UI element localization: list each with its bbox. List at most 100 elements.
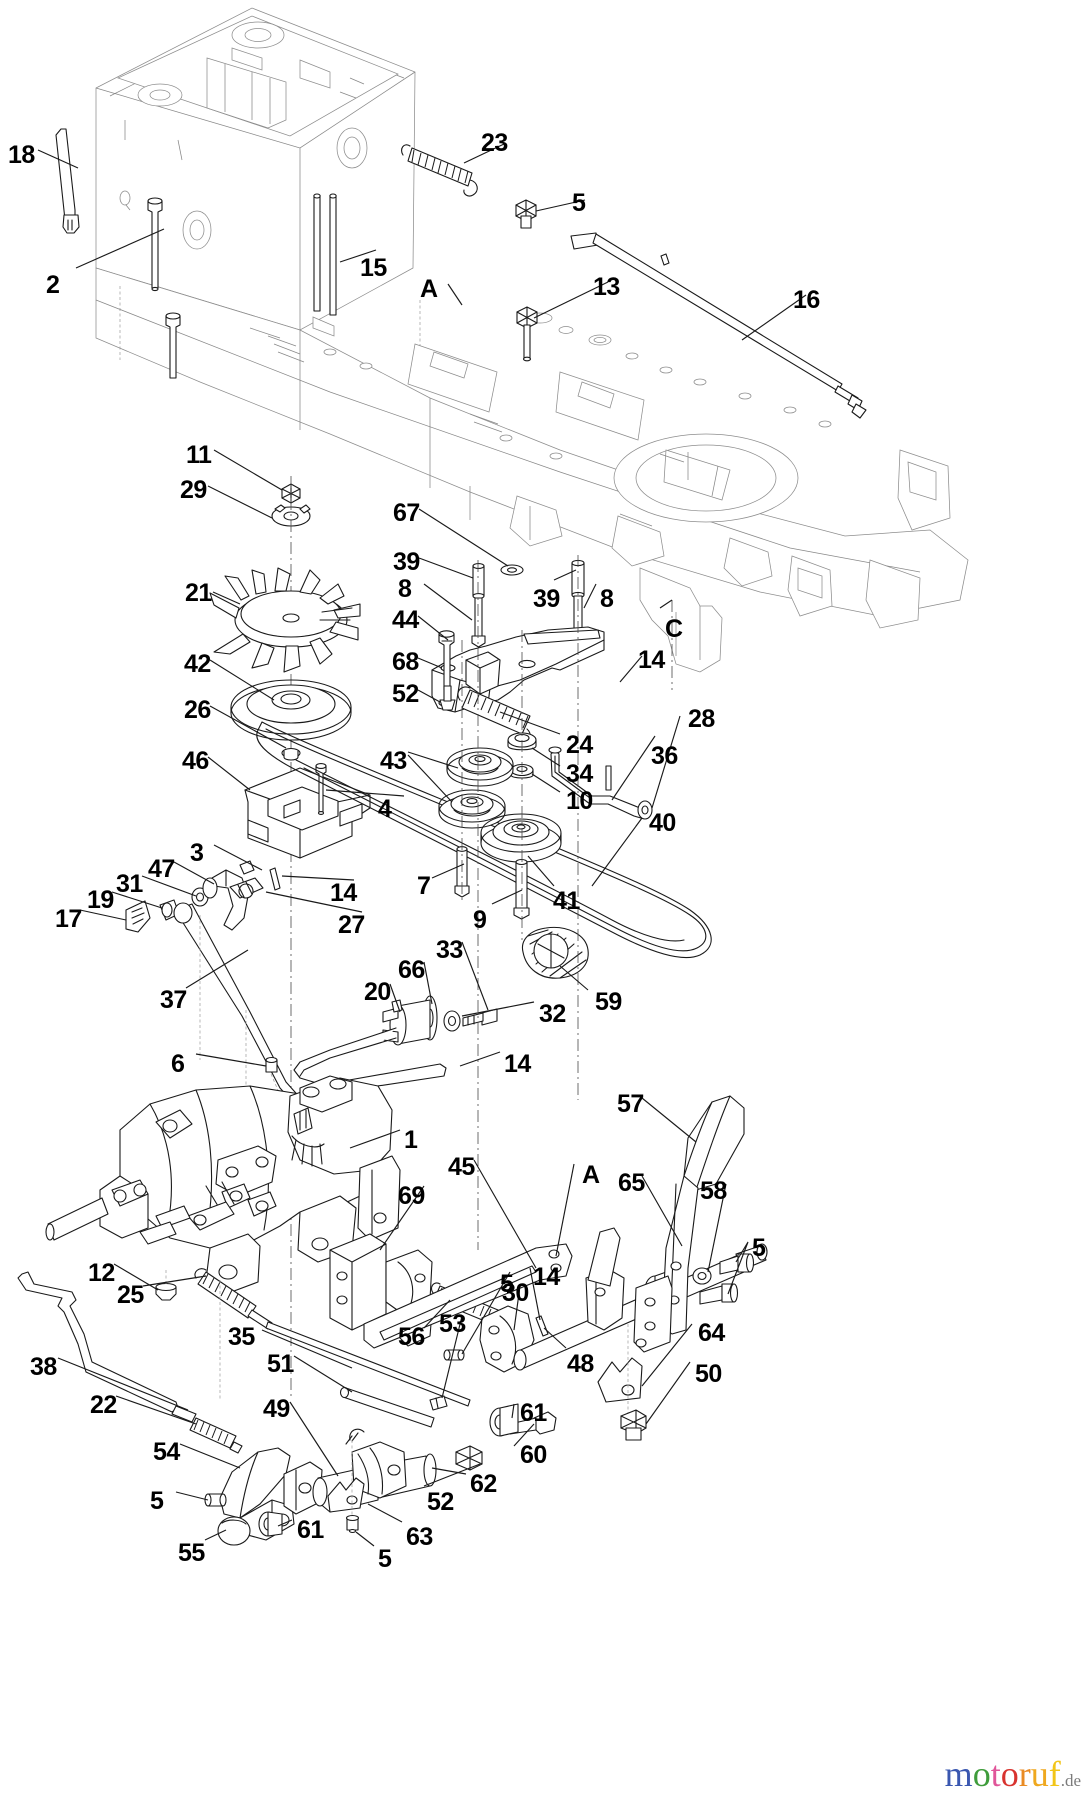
watermark-letter: o [1000, 1754, 1019, 1794]
callout-5: 5 [500, 1270, 514, 1298]
part-46-bracket [244, 767, 371, 859]
part-57-grip [683, 1095, 745, 1191]
callout-50: 50 [695, 1360, 722, 1388]
callout-14: 14 [533, 1263, 560, 1291]
part-2-bolt [147, 197, 163, 292]
callout-56: 56 [398, 1323, 425, 1351]
callout-62: 62 [470, 1470, 497, 1498]
watermark-letter: f [1048, 1754, 1061, 1794]
part-26-retainer [281, 747, 301, 761]
part-23-spring [401, 144, 478, 197]
callout-14: 14 [504, 1050, 531, 1078]
callout-5: 5 [150, 1487, 164, 1515]
callout-16: 16 [793, 286, 820, 314]
callout-40: 40 [649, 809, 676, 837]
callout-52: 52 [427, 1488, 454, 1516]
callout-55: 55 [178, 1539, 205, 1567]
part-65-plate [633, 1275, 673, 1353]
part-33-bolt [462, 1008, 498, 1027]
watermark-suffix: .de [1060, 1771, 1081, 1790]
part-5-bolt-lower-left [204, 1493, 227, 1507]
callout-24: 24 [566, 731, 593, 759]
callout-48: 48 [567, 1350, 594, 1378]
callout-36: 36 [651, 742, 678, 770]
callout-66: 66 [398, 956, 425, 984]
part-28-bushing [637, 800, 653, 820]
part-59-boot [521, 926, 589, 979]
callout-68: 68 [392, 648, 419, 676]
callout-22: 22 [90, 1391, 117, 1419]
callout-67: 67 [393, 499, 420, 527]
callout-4: 4 [378, 795, 392, 823]
callout-1: 1 [404, 1126, 418, 1154]
part-4-screw [315, 763, 327, 815]
part-3-lever [202, 869, 249, 931]
part-36-rod [548, 746, 646, 819]
callout-26: 26 [184, 696, 211, 724]
callout-64: 64 [698, 1319, 725, 1347]
callout-18: 18 [8, 141, 35, 169]
part-43-idler-pulley-1 [446, 747, 514, 787]
callout-63: 63 [406, 1523, 433, 1551]
part-16-rod [570, 232, 867, 419]
callout-30: 30 [502, 1279, 529, 1307]
callout-41: 41 [553, 887, 580, 915]
part-5-bolt-lever-bottom [699, 1283, 739, 1305]
part-32-washer [443, 1010, 461, 1032]
callout-C: C [665, 615, 683, 643]
part-51-pin [339, 1386, 435, 1428]
part-50-nut [620, 1409, 647, 1441]
part-55-knob [217, 1516, 251, 1546]
part-67-washer [500, 564, 524, 576]
part-52-nut-lower [455, 1445, 483, 1471]
callout-23: 23 [481, 129, 508, 157]
callout-33: 33 [436, 936, 463, 964]
callout-6: 6 [171, 1050, 185, 1078]
callout-31: 31 [116, 870, 143, 898]
callout-39: 39 [533, 585, 560, 613]
part-5-bolt-lever-top [719, 1253, 755, 1275]
part-12-plug [155, 1270, 177, 1301]
watermark-letter: u [1030, 1754, 1049, 1794]
callout-53: 53 [439, 1310, 466, 1338]
part-41-pulley [480, 813, 562, 863]
callout-44: 44 [392, 606, 419, 634]
callout-A: A [582, 1161, 600, 1189]
callout-37: 37 [160, 986, 187, 1014]
callout-15: 15 [360, 254, 387, 282]
callout-A: A [420, 275, 438, 303]
callout-9: 9 [473, 906, 487, 934]
part-13-nut [516, 306, 538, 362]
part-18-rod [55, 128, 80, 234]
part-38-rod [17, 1271, 197, 1423]
callout-8: 8 [600, 585, 614, 613]
part-35-rod [265, 1321, 471, 1407]
part-14-pin-upper [605, 765, 612, 791]
callout-45: 45 [448, 1153, 475, 1181]
callout-43: 43 [380, 747, 407, 775]
callout-47: 47 [148, 855, 175, 883]
callout-61: 61 [520, 1399, 547, 1427]
callout-11: 11 [186, 441, 212, 469]
part-42-pulley [230, 679, 352, 741]
callout-5: 5 [752, 1234, 766, 1262]
part-15-rods [313, 193, 337, 316]
watermark-letter: o [972, 1754, 991, 1794]
callout-39: 39 [393, 548, 420, 576]
part-22-spring [189, 1417, 243, 1454]
part-21-fan [209, 567, 361, 673]
part-53-clevis-pin [429, 1395, 448, 1411]
callout-8: 8 [398, 575, 412, 603]
callout-52: 52 [392, 680, 419, 708]
callout-3: 3 [190, 839, 204, 867]
part-29-retainer [271, 504, 311, 527]
part-45-strut [363, 1243, 573, 1349]
part-61-bushing-right [489, 1403, 519, 1437]
callout-57: 57 [617, 1090, 644, 1118]
chassis-frame [95, 7, 969, 673]
callout-60: 60 [520, 1441, 547, 1469]
part-5-bolt-lower-center [345, 1514, 360, 1534]
part-2b-bolt [165, 312, 181, 379]
callout-12: 12 [88, 1259, 115, 1287]
